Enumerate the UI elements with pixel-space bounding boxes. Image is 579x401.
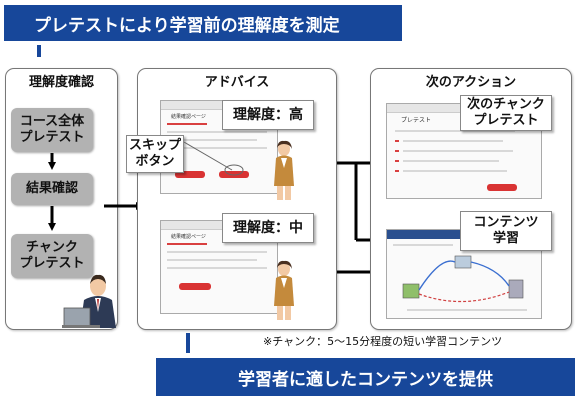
screen-title-mid: 結果確認ページ — [171, 234, 206, 240]
person-at-laptop-icon — [62, 274, 116, 328]
panel-title-next-action: 次のアクション — [425, 75, 517, 90]
network-diagram-illustration — [402, 255, 527, 311]
dashed-connector-top — [37, 45, 41, 57]
panel-title-advice: アドバイス — [204, 75, 270, 90]
skip-callout-pointer — [184, 141, 244, 176]
step-result-check: 結果確認 — [11, 173, 93, 205]
screen-title-high: 結果確認ページ — [171, 114, 206, 120]
advisor-woman-icon — [274, 140, 294, 200]
step-course-pretest: コース全体 プレテスト — [11, 108, 93, 152]
pretest-screen-title: プレテスト — [401, 117, 432, 124]
top-banner-text: プレテストにより学習前の理解度を測定 — [34, 15, 340, 36]
step-chunk-pretest: チャンク プレテスト — [11, 234, 93, 278]
top-banner: プレテストにより学習前の理解度を測定 — [4, 5, 402, 41]
advisor-woman-icon — [274, 260, 294, 320]
bottom-banner-text: 学習者に適したコンテンツを提供 — [238, 369, 493, 390]
dashed-connector-bottom — [186, 333, 190, 353]
understanding-high-label: 理解度：高 — [222, 100, 314, 130]
contents-learning-label: コンテンツ 学習 — [460, 211, 552, 251]
understanding-mid-label: 理解度：中 — [222, 213, 314, 243]
next-chunk-pretest-label: 次のチャンク プレテスト — [460, 95, 552, 131]
skip-button-callout: スキップ ボタン — [126, 135, 184, 173]
chunk-footnote: ※チャンク：5～15分程度の短い学習コンテンツ — [263, 335, 503, 348]
bottom-banner: 学習者に適したコンテンツを提供 — [156, 358, 575, 396]
panel-title-understanding-check: 理解度確認 — [28, 75, 94, 90]
